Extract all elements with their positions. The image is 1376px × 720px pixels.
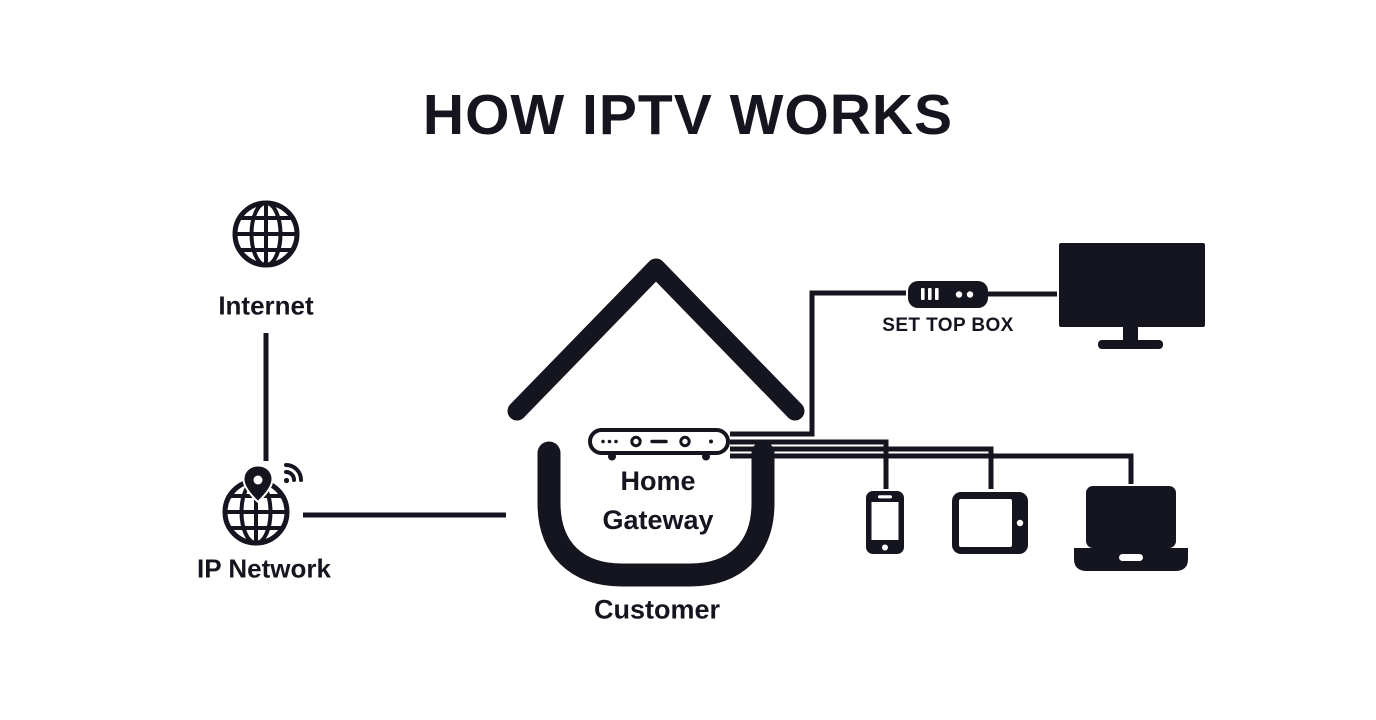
tablet-screen (959, 499, 1012, 547)
connectors (263, 290, 1134, 518)
wifi-signal-icon (283, 463, 303, 484)
connector-gateway-settopbox (730, 290, 906, 437)
set-top-box-icon (908, 281, 988, 308)
house-icon (507, 258, 805, 587)
smartphone-icon (866, 491, 904, 554)
location-pin-icon (242, 464, 274, 504)
page-title: HOW IPTV WORKS (422, 83, 954, 147)
tv-icon (1059, 243, 1205, 349)
ip-network-label: IP Network (197, 553, 331, 584)
tv-screen (1059, 243, 1205, 327)
smartphone-home-button (882, 544, 888, 551)
house-body (537, 441, 775, 587)
set-top-box-label: SET TOP BOX (882, 315, 1014, 336)
internet-globe-icon (232, 200, 300, 268)
customer-label: Customer (593, 594, 721, 625)
home-gateway-icon (588, 428, 730, 461)
home-gateway-label: Home Gateway (602, 462, 713, 540)
home-gateway-label-line2: Gateway (602, 505, 714, 535)
connector-gateway-laptop (730, 453, 1134, 484)
tv-stand-stem (1123, 327, 1138, 340)
laptop-screen (1086, 486, 1176, 548)
tablet-home-button (1016, 519, 1024, 527)
connector-gateway-smartphone (730, 439, 889, 489)
house-roof (507, 258, 805, 421)
smartphone-speaker (878, 495, 892, 499)
tv-stand-base (1098, 340, 1163, 349)
tablet-icon (952, 492, 1028, 554)
laptop-icon (1074, 486, 1188, 571)
internet-label: Internet (218, 290, 314, 321)
home-gateway-label-line1: Home (620, 465, 696, 496)
laptop-trackpad-notch (1119, 554, 1143, 561)
connector-gateway-tablet (730, 446, 994, 489)
smartphone-screen (871, 502, 899, 540)
